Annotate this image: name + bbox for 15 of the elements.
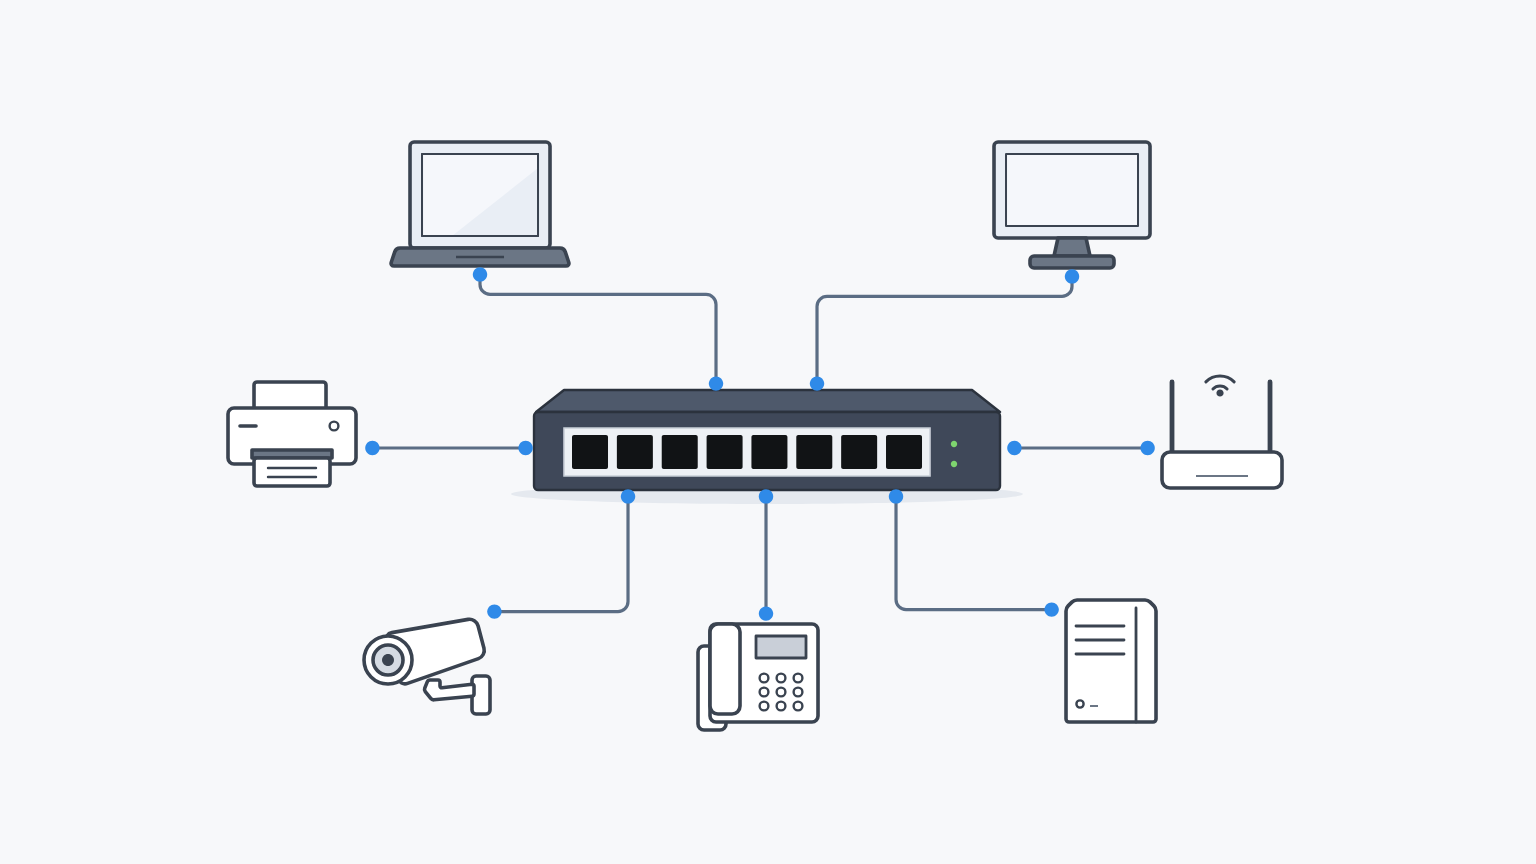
cable-line	[487, 489, 636, 619]
cable-line	[809, 269, 1080, 391]
security-camera-illustration	[362, 617, 492, 716]
wifi-router-illustration	[1160, 379, 1284, 490]
monitor-illustration	[992, 140, 1152, 270]
cable-line	[758, 489, 774, 621]
cable-line	[365, 440, 533, 456]
server-tower-illustration	[1064, 598, 1158, 724]
cable-line	[472, 267, 724, 391]
cable-line	[1007, 440, 1155, 456]
laptop-illustration	[389, 140, 571, 268]
network-switch-illustration	[511, 388, 1023, 504]
cable-line	[888, 489, 1059, 617]
desk-phone-illustration	[696, 622, 820, 732]
printer-illustration	[226, 380, 358, 488]
